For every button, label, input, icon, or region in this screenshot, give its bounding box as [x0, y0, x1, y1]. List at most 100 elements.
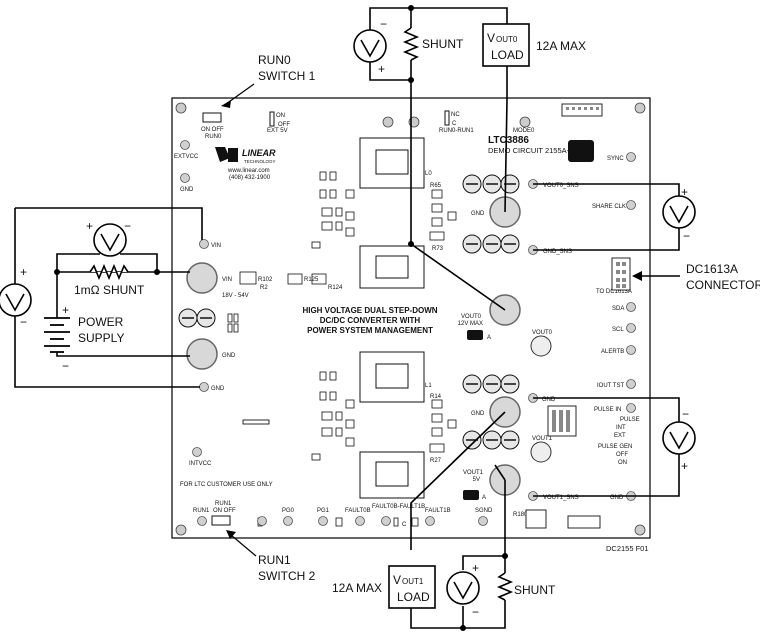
- vout1-load-sub: OUT1: [402, 577, 424, 586]
- svg-text:TECHNOLOGY: TECHNOLOGY: [244, 159, 276, 164]
- supply-label: SUPPLY: [78, 331, 124, 345]
- run-c-label: C: [452, 121, 457, 127]
- pg0-label: PG0: [282, 508, 295, 514]
- connector-label: CONNECTOR: [686, 278, 760, 292]
- vout1-load-v: V: [393, 573, 401, 587]
- board-title-line2: DC/DC CONVERTER WITH: [320, 316, 421, 325]
- svg-text:L1: L1: [425, 383, 432, 389]
- board-connectors: [242, 103, 631, 529]
- vout1-jumper: [463, 490, 479, 500]
- svg-text:R65: R65: [430, 183, 442, 189]
- vout0-sense-meter: + −: [662, 185, 696, 243]
- vin-tp-label: VIN: [211, 243, 221, 249]
- svg-text:R180: R180: [513, 512, 528, 518]
- vout1-load-box: [388, 565, 436, 609]
- input-range-label: 18V - 54V: [222, 293, 249, 299]
- svg-text:−: −: [472, 605, 479, 619]
- svg-text:−: −: [380, 17, 387, 31]
- vout0-max-label: 12V MAX: [458, 321, 483, 327]
- pulse-gen-label: PULSE GEN: [598, 444, 632, 450]
- power-supply-symbol: [44, 317, 70, 353]
- power-label: POWER: [78, 315, 124, 329]
- svg-text:(408) 432-1900: (408) 432-1900: [229, 175, 271, 181]
- svg-text:R102: R102: [258, 277, 273, 283]
- run1-switch: [211, 515, 231, 526]
- board-title-line1: HIGH VOLTAGE DUAL STEP-DOWN: [302, 306, 437, 315]
- svg-text:R2: R2: [260, 285, 268, 291]
- run1-board-label: RUN1: [193, 508, 210, 514]
- to-dc1613a-label: TO DC1613A: [596, 289, 632, 295]
- svg-text:R14: R14: [430, 394, 442, 400]
- svg-text:+: +: [378, 62, 385, 76]
- linear-logo: LINEAR TECHNOLOGY www.linear.com (408) 4…: [215, 147, 276, 181]
- pulse-on-label: ON: [618, 460, 627, 466]
- dc1613a-label: DC1613A: [686, 262, 738, 276]
- left-voltage-meter: + −: [0, 265, 32, 329]
- gnd-terminal-label: GND: [222, 353, 236, 359]
- board-title-line3: POWER SYSTEM MANAGEMENT: [307, 326, 433, 335]
- share-clk-label: SHARE CLK: [592, 204, 626, 210]
- component-labels: R102 R2 R125 R124 R14 R27 R65 R73 R180: [258, 183, 528, 518]
- svg-text:R125: R125: [304, 277, 319, 283]
- vout1-sns-label: VOUT1_SNS: [543, 495, 579, 501]
- gnd-sns-label: GND_SNS: [543, 249, 572, 255]
- pulse-label: PULSE: [620, 417, 640, 423]
- vout-ports: [530, 335, 552, 463]
- run1-top-label: RUN1: [215, 501, 232, 507]
- pulse-in-label: PULSE IN: [594, 407, 621, 413]
- svg-text:+: +: [472, 561, 479, 575]
- pg1-label: PG1: [317, 508, 330, 514]
- demo-circuit-label: DEMO CIRCUIT 2155A-: [488, 146, 570, 155]
- sync-label: SYNC: [607, 156, 624, 162]
- lower-power-stage: L1: [359, 351, 432, 499]
- svg-text:−: −: [683, 229, 690, 243]
- svg-text:www.linear.com: www.linear.com: [227, 168, 270, 174]
- gnd-tp3-label: GND: [542, 397, 556, 403]
- fault0b-label: FAULT0B: [345, 508, 371, 514]
- run0-run1-label: RUN0-RUN1: [439, 128, 474, 134]
- pulse-off-label: OFF: [616, 452, 628, 458]
- int-label: INT: [616, 425, 626, 431]
- vin-terminal-label: VIN: [222, 277, 232, 283]
- sgnd-label: SGND: [475, 508, 493, 514]
- top-current-meter: − +: [353, 17, 387, 76]
- vout0-terminal-label: VOUT0: [461, 314, 482, 320]
- svg-text:R73: R73: [432, 246, 444, 252]
- vout1-sense-meter: − +: [662, 407, 696, 473]
- svg-text:+: +: [20, 265, 27, 279]
- fault0b-1b-label: FAULT0B-FAULT1B: [372, 504, 425, 510]
- ext5v-label: EXT 5V: [267, 128, 288, 134]
- fault-c-label: C: [402, 522, 407, 528]
- vout0-port-label: VOUT0: [532, 330, 553, 336]
- small-components: [227, 171, 457, 527]
- svg-text:LINEAR: LINEAR: [242, 148, 276, 158]
- upper-power-stage: L0: [359, 137, 432, 289]
- svg-text:−: −: [682, 407, 689, 421]
- gnd-tp-label: GND: [180, 187, 194, 193]
- connector-pins: [552, 107, 626, 432]
- svg-text:−: −: [124, 219, 131, 233]
- vout1-load-text: LOAD: [397, 590, 430, 604]
- customer-use-label: FOR LTC CUSTOMER USE ONLY: [180, 482, 273, 488]
- svg-text:A: A: [482, 495, 486, 501]
- ps-plus: +: [62, 303, 69, 317]
- gnd-terminal-lower-label: GND: [471, 411, 485, 417]
- sda-label: SDA: [612, 306, 624, 312]
- ext5v-off-label: OFF: [278, 122, 290, 128]
- gnd-tp4-label: GND: [610, 495, 624, 501]
- ext5v-on-label: ON: [276, 113, 285, 119]
- vout0-load-text: LOAD: [491, 48, 524, 62]
- vout1-terminal-label: VOUT1: [463, 470, 484, 476]
- run0-label: RUN0: [258, 53, 291, 67]
- run0-on-off: ON OFF: [201, 127, 224, 133]
- nc-label: NC: [451, 112, 460, 118]
- vout0-sns-label: VOUT0_SNS: [543, 183, 579, 189]
- svg-text:L0: L0: [425, 171, 432, 177]
- switch2-label: SWITCH 2: [258, 569, 316, 583]
- svg-text:+: +: [681, 185, 688, 199]
- vout1-port-label: VOUT1: [532, 436, 553, 442]
- 1m-shunt-resistor: [89, 263, 129, 281]
- junction-dots: [54, 5, 508, 631]
- iout-tst-label: IOUT TST: [597, 383, 624, 389]
